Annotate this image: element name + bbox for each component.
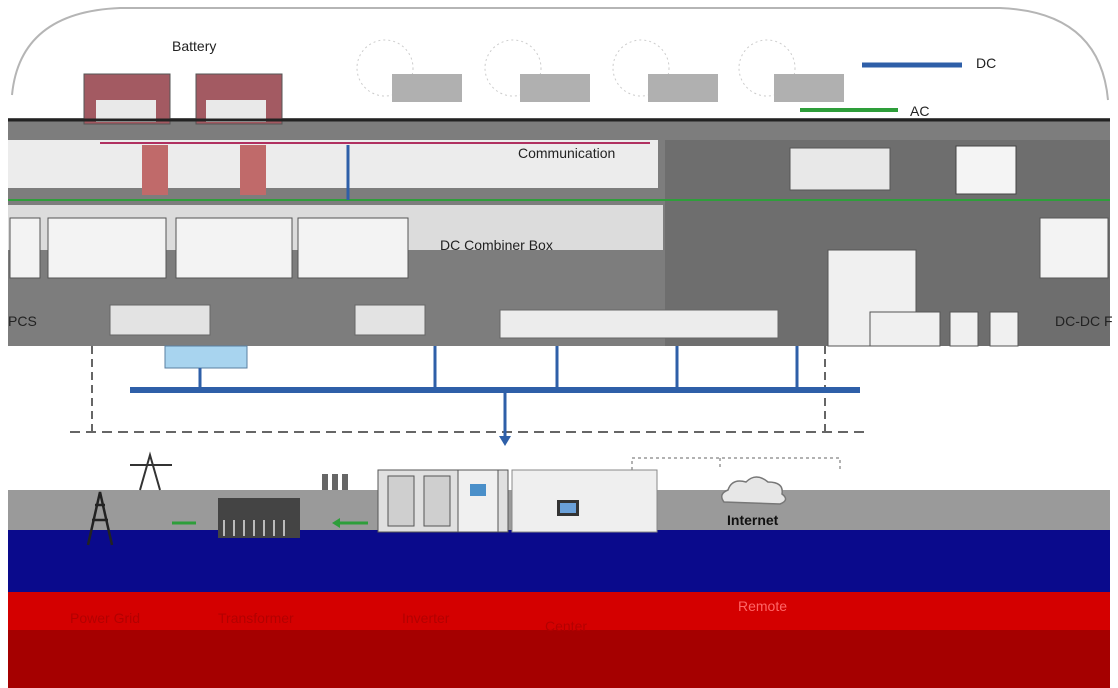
inverter-cabinet	[377, 469, 509, 533]
pv-panel-2	[484, 39, 590, 102]
internet-cloud	[721, 476, 787, 505]
upper-light-strip	[8, 140, 658, 188]
legend-ac-label: AC	[910, 103, 930, 119]
dc-combiner-box-4	[297, 217, 409, 279]
pcs-indicator	[164, 345, 248, 369]
dc-bus-arrow	[499, 436, 511, 446]
legend-dc-label: DC	[976, 55, 997, 71]
pcs-unit-2	[354, 304, 426, 336]
dc-combiner-box-3	[175, 217, 293, 279]
outer-frame	[11, 7, 1109, 101]
center-label: Center	[545, 618, 588, 634]
dc-combiner-box-label: DC Combiner Box	[440, 237, 553, 253]
battery-label: Battery	[172, 38, 217, 54]
power-tower-lower	[86, 491, 114, 546]
pcs-unit-3	[499, 309, 779, 339]
insulators	[322, 474, 348, 490]
internet-label: Internet	[727, 512, 779, 528]
power-tower-top	[130, 451, 172, 491]
pcs-label: PCS	[8, 313, 37, 329]
pv-panel-3	[612, 39, 718, 102]
pv-panel-1	[356, 39, 462, 102]
inverter-label: Inverter	[402, 610, 450, 626]
dc-dc-label: DC-DC F	[1055, 313, 1113, 329]
pcs-unit-1	[109, 304, 211, 336]
dc-combiner-box-1	[9, 217, 41, 279]
battery-rack-2	[195, 73, 283, 125]
dark-red-band	[8, 630, 1110, 688]
remote-label: Remote	[738, 598, 788, 614]
red-band	[8, 592, 1110, 632]
comm-tree	[631, 457, 841, 470]
dc-combiner-box-5	[1039, 217, 1109, 279]
transformer-unit	[218, 498, 300, 538]
communication-label: Communication	[518, 145, 616, 161]
battery-drop-2	[240, 145, 266, 195]
battery-drop-1	[142, 145, 168, 195]
dc-combiner-box-2	[47, 217, 167, 279]
green-arrow-right	[332, 518, 368, 528]
power-grid-label: Power Grid	[70, 610, 141, 626]
pv-panel-4	[738, 39, 844, 102]
battery-rack-1	[83, 73, 171, 125]
right-cabinet	[789, 145, 1019, 347]
monitoring-station	[511, 469, 658, 533]
transformer-label: Transformer	[218, 610, 294, 626]
